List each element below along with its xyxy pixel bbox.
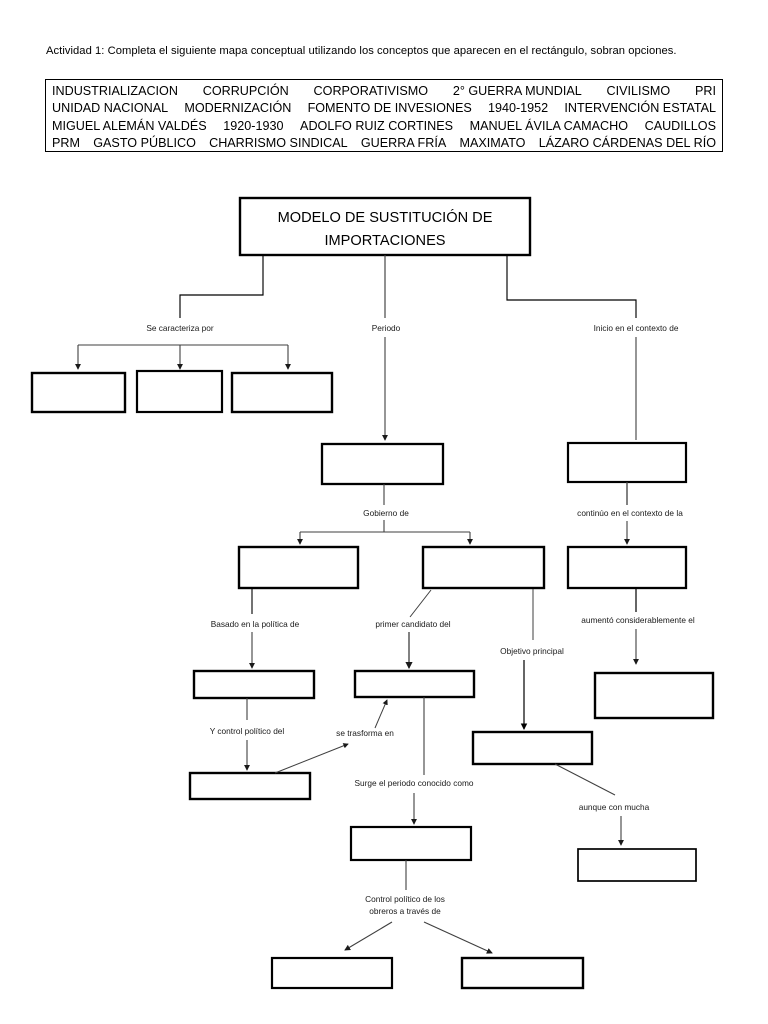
concept-map-title-line1: MODELO DE SUSTITUCIÓN DE [278, 209, 493, 226]
connector-se-trasforma-en-upper [374, 699, 388, 729]
answer-box-gobierno-left[interactable] [237, 545, 360, 590]
word-bank-term: MODERNIZACIÓN [184, 101, 292, 116]
label-se-trasforma-en: se trasforma en [336, 728, 394, 738]
answer-box-aumento[interactable] [593, 671, 715, 720]
connector-title-to-caracteriza [179, 255, 264, 318]
word-bank-row: MIGUEL ALEMÁN VALDÉS 1920-1930 ADOLFO RU… [52, 118, 716, 135]
connector-objetivo-to-aunque [554, 763, 616, 796]
connector-obreros-to-left-box [344, 921, 393, 951]
word-bank-term: GUERRA FRÍA [360, 135, 447, 150]
connector-obreros-to-right-box [423, 921, 493, 954]
word-bank-row: PRM GASTO PÚBLICO CHARRISMO SINDICAL GUE… [52, 135, 716, 152]
label-surge-el-periodo-conocido-como: Surge el periodo conocido como [355, 778, 474, 788]
word-bank-term: CAUDILLOS [644, 118, 716, 133]
word-bank-term: UNIDAD NACIONAL [52, 101, 169, 116]
word-bank-term: GASTO PÚBLICO [93, 135, 196, 150]
concept-map-title-line2: IMPORTACIONES [324, 233, 445, 249]
label-continuo-en-el-contexto-de-la: continúo en el contexto de la [577, 508, 683, 518]
answer-box-continuo[interactable] [566, 545, 688, 590]
activity-instruction: Actividad 1: Completa el siguiente mapa … [46, 45, 677, 57]
answer-box-control-politico[interactable] [188, 771, 312, 801]
word-bank-term: PRI [694, 84, 716, 98]
label-basado-en-la-politica-de: Basado en la política de [211, 619, 300, 629]
label-periodo: Periodo [372, 323, 401, 333]
connector-gobierno-right-to-candidato [409, 589, 432, 618]
word-bank-term: INTERVENCIÓN ESTATAL [564, 101, 716, 116]
word-bank-term: MIGUEL ALEMÁN VALDÉS [52, 118, 207, 133]
word-bank-term: MANUEL ÁVILA CAMACHO [469, 118, 629, 133]
answer-box-candidato[interactable] [353, 669, 476, 699]
label-gobierno-de: Gobierno de [363, 508, 409, 518]
word-bank-term: ADOLFO RUIZ CORTINES [300, 118, 454, 133]
answer-box-surge[interactable] [349, 825, 473, 862]
answer-box-objetivo[interactable] [471, 730, 594, 766]
answer-box-caracteriza-3[interactable] [230, 371, 334, 414]
answer-box-caracteriza-1[interactable] [30, 371, 127, 414]
label-primer-candidato-del: primer candidato del [375, 619, 450, 629]
word-bank-term: INDUSTRIALIZACION [52, 84, 178, 98]
answer-box-periodo[interactable] [320, 442, 445, 486]
label-objetivo-principal: Objetivo principal [500, 646, 564, 656]
word-bank-term: 1920-1930 [223, 118, 284, 133]
word-bank-term: CIVILISMO [606, 84, 671, 98]
connector-title-to-inicio [506, 255, 637, 318]
word-bank-term: FOMENTO DE INVESIONES [307, 101, 472, 116]
word-bank-term: 1940-1952 [487, 101, 549, 116]
word-bank-term: 2° GUERRA MUNDIAL [452, 84, 582, 98]
word-bank-term: PRM [52, 135, 80, 150]
answer-box-obreros-right[interactable] [460, 956, 585, 990]
label-inicio-en-el-contexto-de: Inicio en el contexto de [594, 323, 679, 333]
answer-box-obreros-left[interactable] [270, 956, 394, 990]
answer-box-aunque[interactable] [577, 848, 697, 882]
concept-map-title-box [238, 196, 532, 257]
word-bank-row: INDUSTRIALIZACION CORRUPCIÓN CORPORATIVI… [52, 83, 716, 100]
answer-box-caracteriza-2[interactable] [135, 369, 224, 414]
label-y-control-politico-del: Y control político del [210, 726, 285, 736]
answer-box-basado[interactable] [192, 669, 316, 700]
word-bank-term: CHARRISMO SINDICAL [209, 135, 348, 150]
word-bank-term: CORPORATIVISMO [313, 84, 429, 98]
label-aumento-considerablemente-el: aumentó considerablemente el [581, 615, 695, 625]
word-bank-row: UNIDAD NACIONAL MODERNIZACIÓN FOMENTO DE… [52, 100, 716, 117]
word-bank-term: MAXIMATO [459, 135, 526, 150]
label-se-caracteriza-por: Se caracteriza por [146, 323, 214, 333]
word-bank-term: LÁZARO CÁRDENAS DEL RÍO [538, 135, 716, 150]
answer-box-inicio[interactable] [566, 441, 688, 484]
label-control-politico-obreros-line1: Control político de los [365, 894, 445, 904]
label-control-politico-obreros-line2: obreros a través de [369, 906, 441, 916]
label-aunque-con-mucha: aunque con mucha [579, 802, 650, 812]
answer-box-gobierno-right[interactable] [421, 545, 546, 590]
connector-se-trasforma-en-lower [274, 743, 349, 774]
word-bank-term: CORRUPCIÓN [202, 84, 289, 98]
word-bank-box: INDUSTRIALIZACION CORRUPCIÓN CORPORATIVI… [45, 79, 723, 152]
